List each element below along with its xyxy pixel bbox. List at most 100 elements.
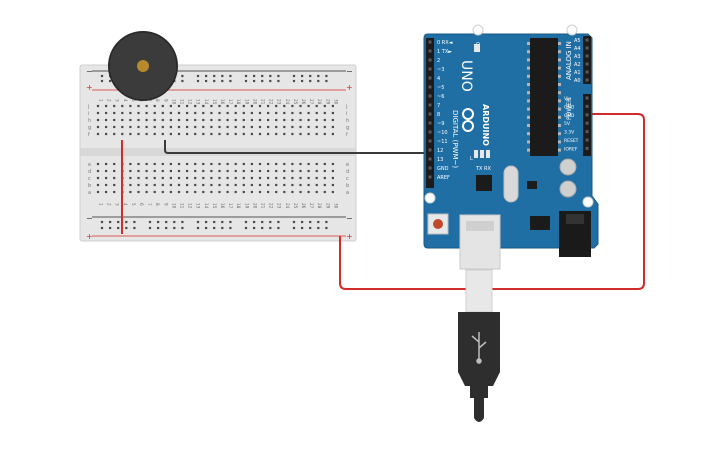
terminal-hole[interactable] xyxy=(258,118,262,122)
terminal-hole[interactable] xyxy=(283,132,286,136)
top-rail-hole[interactable] xyxy=(229,79,232,83)
terminal-hole[interactable] xyxy=(331,162,334,166)
terminal-hole[interactable] xyxy=(177,176,181,180)
terminal-hole[interactable] xyxy=(210,111,213,115)
terminal-hole[interactable] xyxy=(283,118,286,122)
bottom-rail-hole[interactable] xyxy=(309,220,312,224)
terminal-hole[interactable] xyxy=(161,183,164,187)
bottom-rail-hole[interactable] xyxy=(244,220,248,224)
top-rail-hole[interactable] xyxy=(205,79,208,83)
terminal-hole[interactable] xyxy=(275,176,278,180)
terminal-hole[interactable] xyxy=(267,104,270,108)
bottom-rail-hole[interactable] xyxy=(213,220,216,224)
terminal-hole[interactable] xyxy=(137,183,140,187)
terminal-hole[interactable] xyxy=(177,111,181,115)
power-pin[interactable] xyxy=(585,121,589,125)
terminal-hole[interactable] xyxy=(218,162,221,166)
terminal-hole[interactable] xyxy=(194,183,197,187)
terminal-hole[interactable] xyxy=(323,176,326,180)
terminal-hole[interactable] xyxy=(96,162,100,166)
terminal-hole[interactable] xyxy=(177,183,181,187)
terminal-hole[interactable] xyxy=(331,118,334,122)
terminal-hole[interactable] xyxy=(250,125,253,129)
terminal-hole[interactable] xyxy=(299,162,302,166)
terminal-hole[interactable] xyxy=(96,104,100,108)
terminal-hole[interactable] xyxy=(202,132,205,136)
terminal-hole[interactable] xyxy=(194,104,197,108)
terminal-hole[interactable] xyxy=(177,104,181,108)
terminal-hole[interactable] xyxy=(291,190,294,194)
terminal-hole[interactable] xyxy=(161,104,164,108)
terminal-hole[interactable] xyxy=(137,176,140,180)
digital-pin[interactable] xyxy=(428,148,432,152)
terminal-hole[interactable] xyxy=(331,176,334,180)
red-power-wire[interactable] xyxy=(339,113,645,290)
terminal-hole[interactable] xyxy=(177,190,181,194)
terminal-hole[interactable] xyxy=(331,183,334,187)
terminal-hole[interactable] xyxy=(250,132,253,136)
terminal-hole[interactable] xyxy=(129,162,132,166)
terminal-hole[interactable] xyxy=(299,104,302,108)
terminal-hole[interactable] xyxy=(113,118,116,122)
terminal-hole[interactable] xyxy=(315,176,318,180)
terminal-hole[interactable] xyxy=(299,111,302,115)
terminal-hole[interactable] xyxy=(291,118,294,122)
terminal-hole[interactable] xyxy=(137,104,140,108)
terminal-hole[interactable] xyxy=(145,104,148,108)
terminal-hole[interactable] xyxy=(258,125,262,129)
bottom-rail-hole[interactable] xyxy=(205,220,208,224)
terminal-hole[interactable] xyxy=(291,104,294,108)
bottom-rail-hole[interactable] xyxy=(157,220,160,224)
terminal-hole[interactable] xyxy=(242,125,245,129)
terminal-hole[interactable] xyxy=(169,132,172,136)
terminal-hole[interactable] xyxy=(194,190,197,194)
power-pin[interactable] xyxy=(585,130,589,134)
digital-pin[interactable] xyxy=(428,175,432,179)
analog-pin[interactable] xyxy=(585,70,589,74)
terminal-hole[interactable] xyxy=(121,125,124,129)
terminal-hole[interactable] xyxy=(234,104,237,108)
top-rail-hole[interactable] xyxy=(317,79,320,83)
analog-pin[interactable] xyxy=(585,78,589,82)
terminal-hole[interactable] xyxy=(210,104,213,108)
top-rail-hole[interactable] xyxy=(301,74,304,78)
terminal-hole[interactable] xyxy=(218,132,221,136)
terminal-hole[interactable] xyxy=(153,118,156,122)
bottom-rail-hole[interactable] xyxy=(277,220,280,224)
terminal-hole[interactable] xyxy=(186,162,189,166)
terminal-hole[interactable] xyxy=(210,125,213,129)
digital-pin[interactable] xyxy=(428,103,432,107)
terminal-hole[interactable] xyxy=(299,183,302,187)
terminal-hole[interactable] xyxy=(234,162,237,166)
terminal-hole[interactable] xyxy=(210,183,213,187)
terminal-hole[interactable] xyxy=(137,111,140,115)
terminal-hole[interactable] xyxy=(291,176,294,180)
top-rail-hole[interactable] xyxy=(325,79,328,83)
terminal-hole[interactable] xyxy=(242,118,245,122)
terminal-hole[interactable] xyxy=(234,190,237,194)
power-pin[interactable] xyxy=(585,113,589,117)
terminal-hole[interactable] xyxy=(258,111,262,115)
terminal-hole[interactable] xyxy=(186,118,189,122)
terminal-hole[interactable] xyxy=(96,111,100,115)
terminal-hole[interactable] xyxy=(218,183,221,187)
terminal-hole[interactable] xyxy=(194,118,197,122)
bottom-rail-hole[interactable] xyxy=(157,226,160,230)
terminal-hole[interactable] xyxy=(137,132,140,136)
terminal-hole[interactable] xyxy=(234,125,237,129)
terminal-hole[interactable] xyxy=(234,118,237,122)
terminal-hole[interactable] xyxy=(226,125,229,129)
terminal-hole[interactable] xyxy=(194,162,197,166)
bottom-rail-hole[interactable] xyxy=(253,226,256,230)
terminal-hole[interactable] xyxy=(177,162,181,166)
terminal-hole[interactable] xyxy=(145,125,148,129)
terminal-hole[interactable] xyxy=(331,132,334,136)
terminal-hole[interactable] xyxy=(153,190,156,194)
piezo-buzzer[interactable] xyxy=(108,31,178,101)
terminal-hole[interactable] xyxy=(194,176,197,180)
top-rail-hole[interactable] xyxy=(261,79,264,83)
bottom-rail-hole[interactable] xyxy=(173,226,176,230)
top-rail-hole[interactable] xyxy=(196,74,200,78)
analog-pin[interactable] xyxy=(585,38,589,42)
terminal-hole[interactable] xyxy=(137,190,140,194)
